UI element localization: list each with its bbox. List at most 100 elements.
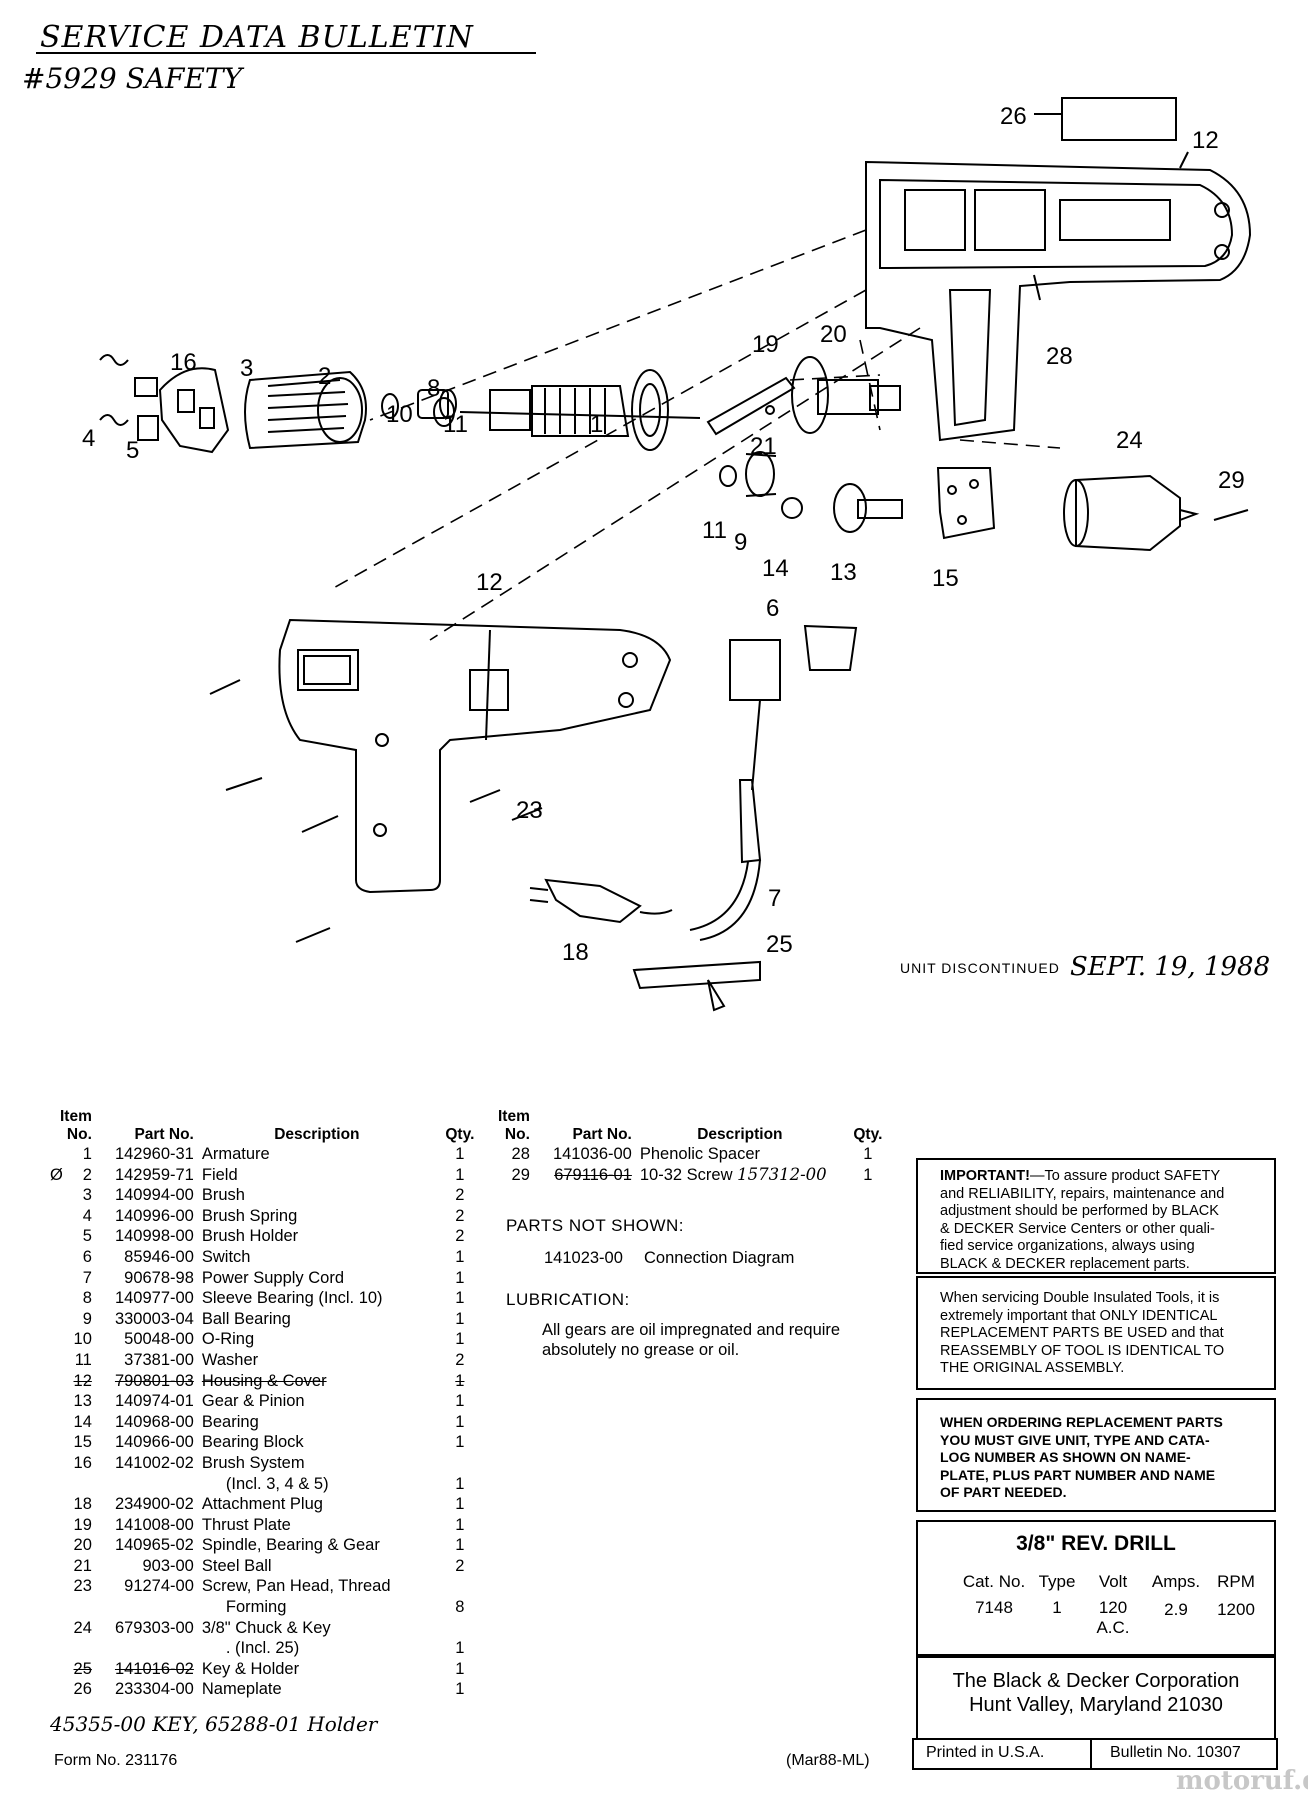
- field-mark: Ø: [50, 1165, 63, 1184]
- form-number: Form No. 231176: [54, 1752, 178, 1769]
- spec-col-volt: Volt: [1098, 1572, 1128, 1591]
- company-address: Hunt Valley, Maryland 21030: [969, 1694, 1223, 1716]
- housing-lower-part: [278, 618, 672, 894]
- parts-not-shown-title: PARTS NOT SHOWN:: [506, 1216, 685, 1235]
- bearing-part: [781, 497, 803, 519]
- thrust-plate-part: [706, 376, 796, 436]
- footer-box: [912, 1738, 1278, 1770]
- callout-19: 19: [752, 331, 779, 358]
- footer-divider: [1090, 1738, 1092, 1768]
- switch-part: [729, 624, 858, 791]
- callout-1: 1: [590, 411, 603, 438]
- callout-12-lower: 12: [476, 569, 503, 596]
- discontinued-label: UNIT DISCONTINUED: [900, 960, 1060, 976]
- spec-val-rpm: 1200: [1217, 1600, 1255, 1619]
- callout-13: 13: [830, 559, 857, 586]
- double-insulated-box: [916, 1276, 1276, 1390]
- exploded-parts-diagram: 26 12 19 20 28 16 3 2 8 10 11 1 4 5 21 2…: [82, 97, 1252, 1012]
- spec-volt-sub: A.C.: [1096, 1618, 1130, 1637]
- callout-11-lower: 11: [702, 517, 727, 544]
- handwritten-key-note: 45355-00 KEY, 65288-01 Holder: [50, 1712, 378, 1736]
- callout-23: 23: [516, 797, 543, 824]
- callout-7: 7: [768, 885, 781, 912]
- bearing-block-part: [936, 467, 996, 540]
- screws-part: [209, 679, 543, 943]
- callout-18: 18: [562, 939, 589, 966]
- callout-15: 15: [932, 565, 959, 592]
- lubrication-title: LUBRICATION:: [506, 1290, 630, 1309]
- callout-3: 3: [240, 355, 253, 382]
- important-text: IMPORTANT!—To assure product SAFETY and …: [940, 1168, 1225, 1272]
- col-desc-r: Description: [697, 1126, 783, 1143]
- table-row: 29 679116-01 10-32 Screw 157312-00 1: [511, 1164, 873, 1184]
- col-desc: Description: [274, 1126, 360, 1143]
- callout-6: 6: [766, 595, 779, 622]
- date-code: (Mar88-ML): [786, 1752, 870, 1769]
- o-ring-part: [381, 393, 399, 419]
- key-holder-part: [632, 960, 761, 1012]
- important-box: [916, 1158, 1276, 1274]
- col-qty-r: Qty.: [853, 1126, 883, 1143]
- field-part: [244, 370, 367, 450]
- callout-9: 9: [734, 529, 747, 556]
- col-item-r: Item No.: [498, 1108, 530, 1143]
- callout-25: 25: [766, 931, 793, 958]
- callout-11-upper: 11: [443, 411, 468, 438]
- col-part-r: Part No.: [572, 1126, 632, 1143]
- power-cord-part: [689, 779, 762, 941]
- callout-16: 16: [170, 349, 197, 376]
- washer-part-lower: [719, 465, 737, 487]
- housing-upper-part: [865, 160, 1252, 442]
- sleeve-bearing-part: [417, 389, 449, 419]
- table-row: . (Incl. 25)1: [225, 1639, 465, 1658]
- callout-2: 2: [318, 363, 331, 390]
- chuck-part: [1063, 474, 1200, 552]
- callout-24: 24: [1116, 427, 1143, 454]
- callout-8: 8: [427, 375, 440, 402]
- table-row: 28 141036-00 Phenolic Spacer 1: [511, 1145, 873, 1163]
- parts-list-right: Item No. Part No. Description Qty. 28 14…: [494, 1108, 892, 1185]
- bulletin-number: Bulletin No. 10307: [1110, 1744, 1241, 1761]
- callout-29: 29: [1218, 467, 1245, 494]
- attachment-plug-part: [529, 878, 673, 924]
- callout-28: 28: [1046, 343, 1073, 370]
- spec-col-rpm: RPM: [1217, 1572, 1255, 1591]
- callout-26: 26: [1000, 103, 1027, 130]
- spindle-part: [791, 356, 901, 434]
- double-insulated-text: When servicing Double Insulated Tools, i…: [940, 1290, 1225, 1376]
- ordering-box: [916, 1398, 1276, 1512]
- product-name: 3/8" REV. DRILL: [1016, 1532, 1176, 1555]
- col-item: Item No.: [60, 1108, 92, 1143]
- table-row: (Incl. 3, 4 & 5)1: [225, 1474, 465, 1493]
- screw-29-part: [1213, 509, 1249, 521]
- title-underline: [36, 52, 536, 54]
- spec-val-cat: 7148: [975, 1598, 1013, 1617]
- callout-10: 10: [386, 401, 413, 428]
- watermark: motoruf.de: [1176, 1766, 1308, 1796]
- callout-14: 14: [762, 555, 789, 582]
- lubrication-text-1: All gears are oil impregnated and requir…: [542, 1321, 841, 1339]
- steel-ball-part: [765, 405, 775, 415]
- ordering-text: WHEN ORDERING REPLACEMENT PARTS YOU MUST…: [940, 1414, 1223, 1500]
- col-qty: Qty.: [445, 1126, 475, 1143]
- company-box: [916, 1656, 1276, 1740]
- callout-12-upper: 12: [1192, 127, 1219, 154]
- bulletin-title: SERVICE DATA BULLETIN: [40, 20, 474, 55]
- brush-system-part: [99, 354, 230, 454]
- washer-part-upper: [433, 397, 455, 427]
- not-shown-desc: Connection Diagram: [644, 1249, 795, 1267]
